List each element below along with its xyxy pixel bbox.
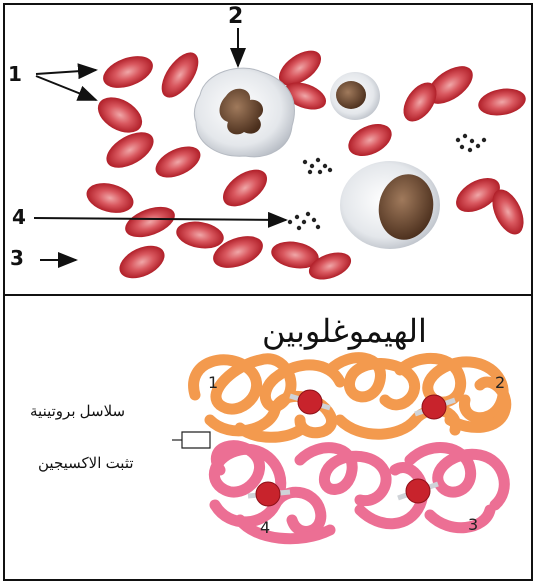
- chain-number-1: 1: [208, 373, 218, 392]
- chain-number-4: 4: [260, 518, 270, 537]
- chain-label-line1: سلاسل بروتينية: [30, 402, 125, 420]
- alpha-chains: [194, 358, 506, 438]
- chain-label-line2: تثبت الاكسيجين: [38, 454, 134, 472]
- chain-number-3: 3: [468, 515, 478, 534]
- chain-bracket: [172, 432, 210, 448]
- heme-group-3: [398, 479, 438, 503]
- chain-number-2: 2: [495, 373, 505, 392]
